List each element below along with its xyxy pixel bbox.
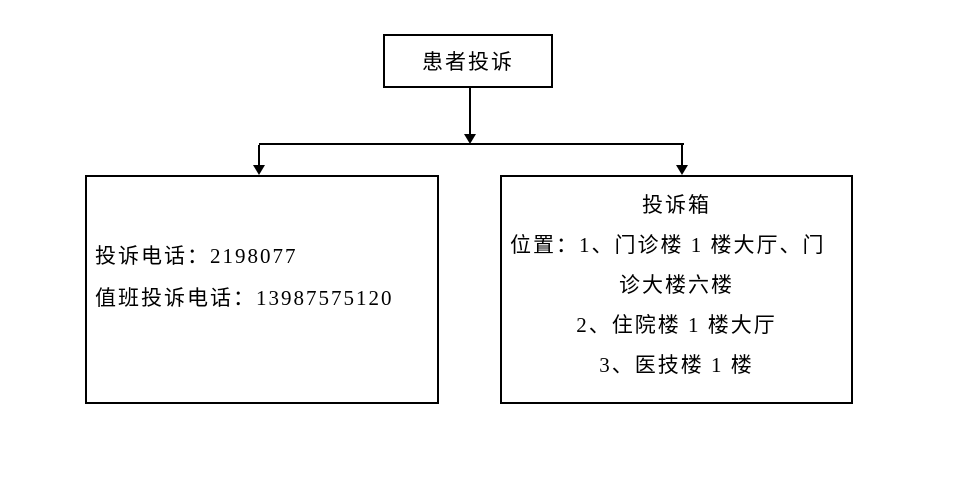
complaint-box-title: 投诉箱	[642, 193, 711, 217]
arrow-down-icon	[464, 134, 476, 144]
connector-left-drop	[258, 145, 260, 167]
duty-complaint-phone-line: 值班投诉电话：13987575120	[95, 286, 394, 310]
arrow-down-icon	[676, 165, 688, 175]
location-line-1: 位置：1、门诊楼 1 楼大厅、门	[510, 233, 826, 257]
arrow-down-icon	[253, 165, 265, 175]
node-complaint-box: 投诉箱 位置：1、门诊楼 1 楼大厅、门 诊大楼六楼 2、住院楼 1 楼大厅 3…	[500, 175, 853, 404]
connector-root-vertical	[469, 88, 471, 135]
node-complaint-phones: 投诉电话：2198077 值班投诉电话：13987575120	[85, 175, 439, 404]
location-line-1-continued: 诊大楼六楼	[619, 273, 734, 297]
complaint-phone-line: 投诉电话：2198077	[95, 244, 298, 268]
node-patient-complaint-label: 患者投诉	[422, 50, 514, 74]
location-line-2: 2、住院楼 1 楼大厅	[576, 313, 777, 337]
connector-horizontal-rail	[259, 143, 684, 145]
node-patient-complaint: 患者投诉	[383, 34, 553, 88]
connector-right-drop	[681, 145, 683, 167]
location-line-3: 3、医技楼 1 楼	[599, 353, 754, 377]
